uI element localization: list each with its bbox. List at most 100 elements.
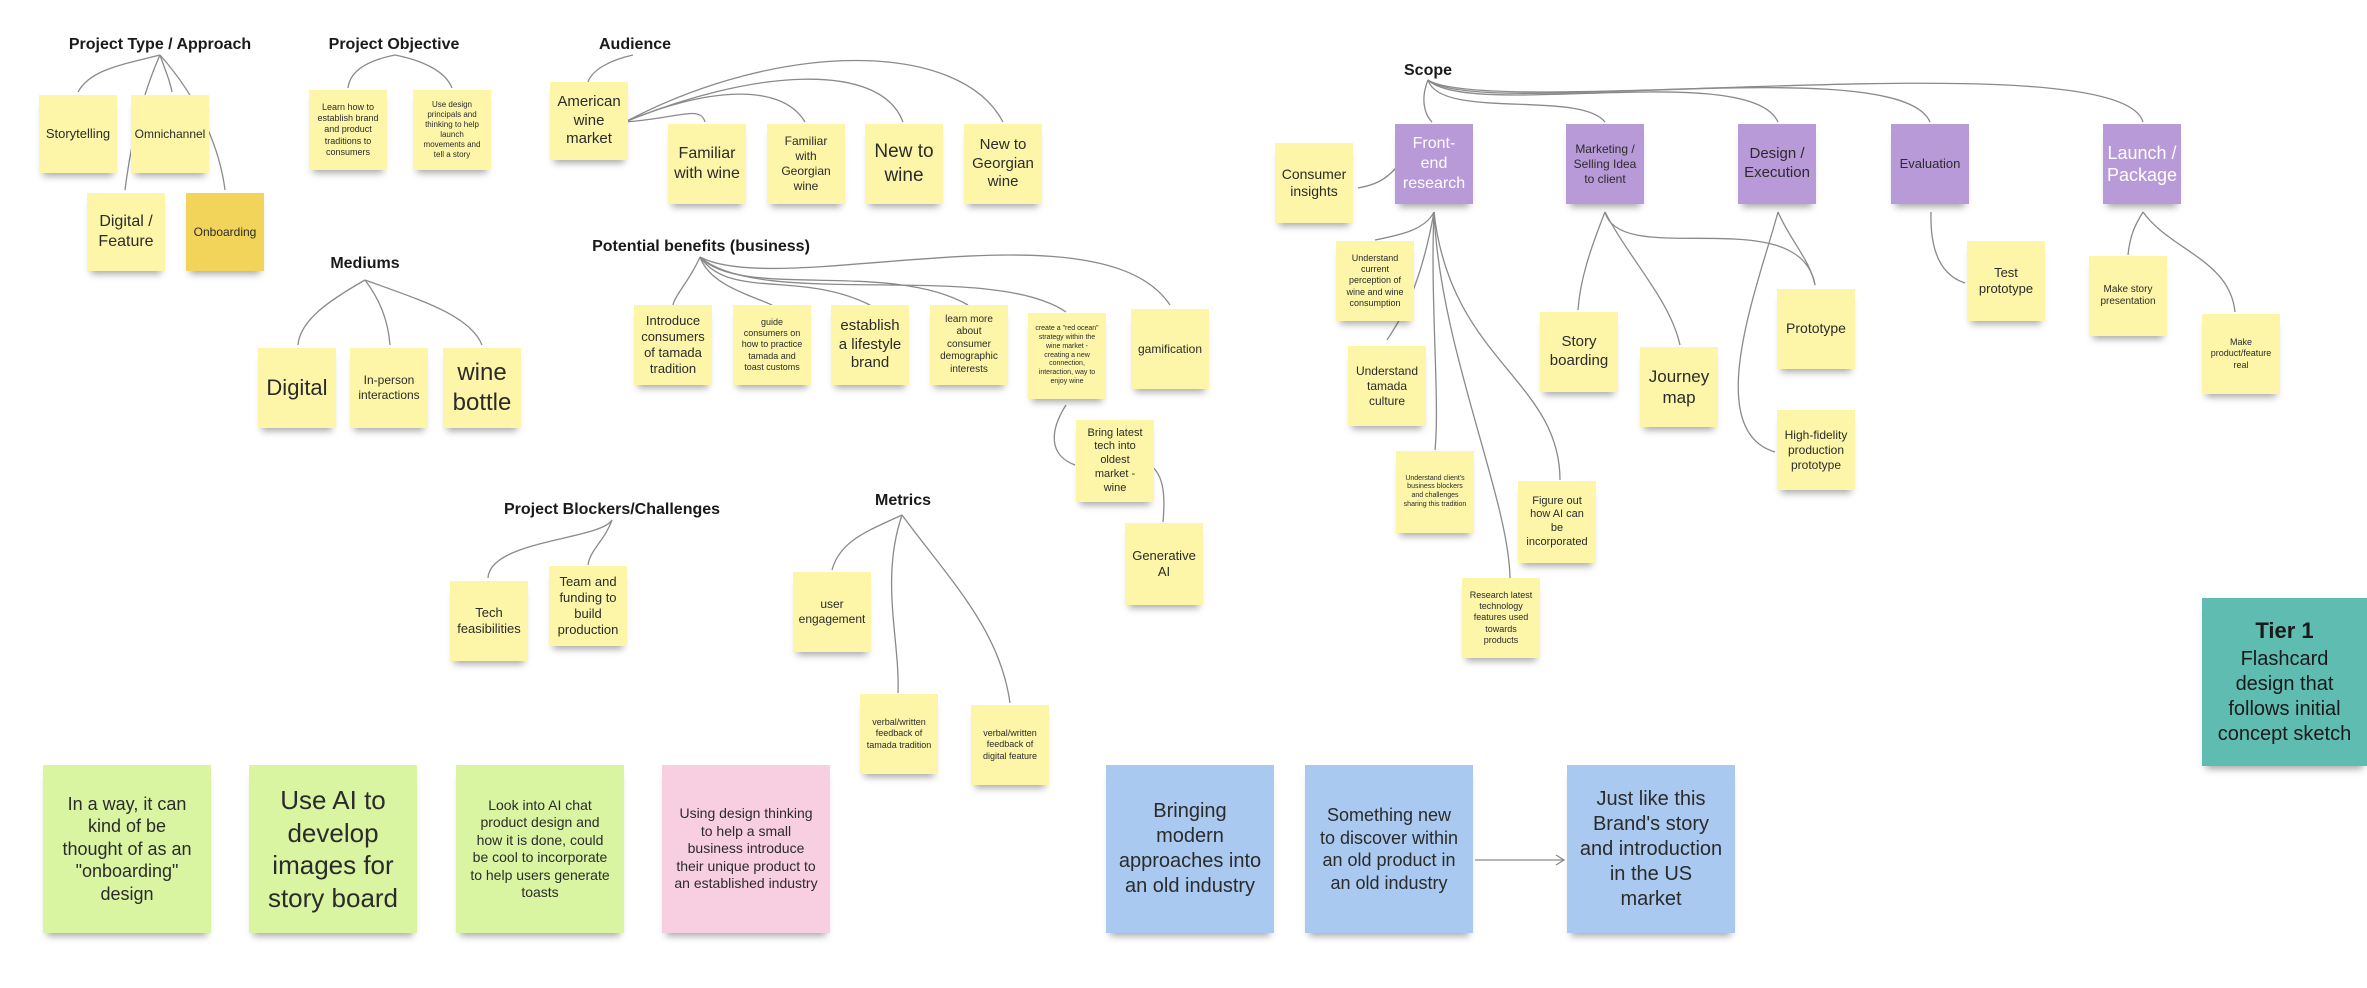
connector <box>672 256 701 306</box>
sticky-note[interactable]: verbal/written feedback of tamada tradit… <box>860 694 938 774</box>
connector <box>159 54 173 93</box>
sticky-note[interactable]: High-fidelity production prototype <box>1777 410 1855 490</box>
sticky-note[interactable]: Bringing modern approaches into an old i… <box>1106 765 1274 933</box>
connector <box>901 514 1011 704</box>
sticky-note[interactable]: establish a lifestyle brand <box>831 305 909 385</box>
connector <box>364 279 483 346</box>
sticky-note[interactable]: Introduce consumers of tamada tradition <box>634 305 712 385</box>
sticky-note[interactable]: In-person interactions <box>350 348 428 428</box>
sticky-note[interactable]: New to Georgian wine <box>964 124 1042 204</box>
connector <box>1427 79 2144 123</box>
scope-marketing[interactable]: Marketing / Selling Idea to client <box>1566 124 1644 204</box>
connector <box>347 54 396 89</box>
sticky-note[interactable]: verbal/written feedback of digital featu… <box>971 705 1049 785</box>
connector <box>1357 167 1397 189</box>
sticky-note[interactable]: Look into AI chat product design and how… <box>456 765 624 933</box>
tier-title: Tier 1 <box>2255 618 2314 644</box>
scope-evaluation[interactable]: Evaluation <box>1891 124 1969 204</box>
sticky-note[interactable]: Understand tamada culture <box>1348 346 1426 426</box>
sticky-note[interactable]: Bring latest tech into oldest market - w… <box>1076 420 1154 502</box>
sticky-note[interactable]: Familiar with wine <box>668 124 746 204</box>
sticky-note[interactable]: Consumer insights <box>1275 143 1353 223</box>
connector <box>831 514 903 571</box>
connector <box>1423 79 1433 123</box>
sticky-note[interactable]: Test prototype <box>1967 241 2045 321</box>
connector <box>1427 79 1931 123</box>
connector <box>364 279 391 346</box>
sticky-note[interactable]: Learn how to establish brand and product… <box>309 90 387 170</box>
sticky-note[interactable]: Storytelling <box>39 95 117 173</box>
sticky-note[interactable]: Team and funding to build production <box>549 566 627 646</box>
connector <box>394 54 453 89</box>
sticky-note[interactable]: New to wine <box>865 124 943 204</box>
connector <box>699 254 1171 306</box>
sticky-note[interactable]: Make story presentation <box>2089 256 2167 336</box>
connector <box>1053 404 1076 466</box>
heading-scope: Scope <box>1403 62 1453 79</box>
heading-audience: Audience <box>598 36 672 53</box>
connector <box>624 59 1004 123</box>
sticky-note[interactable]: Familiar with Georgian wine <box>767 124 845 204</box>
heading-mediums: Mediums <box>330 255 400 272</box>
sticky-note[interactable]: Make product/feature real <box>2202 314 2280 394</box>
connector <box>587 519 613 566</box>
sticky-note[interactable]: Use AI to develop images for story board <box>249 765 417 933</box>
sticky-note[interactable]: Digital <box>258 348 336 428</box>
connector <box>890 514 903 694</box>
connector <box>1427 79 1779 123</box>
heading-project-blockers: Project Blockers/Challenges <box>503 501 721 518</box>
connector <box>1577 211 1606 311</box>
sticky-note[interactable]: user engagement <box>793 572 871 652</box>
heading-project-objective: Project Objective <box>328 36 460 53</box>
sticky-note[interactable]: Tech feasibilities <box>450 581 528 661</box>
connector <box>587 54 634 83</box>
connector <box>297 279 366 346</box>
connector <box>77 54 161 93</box>
connector <box>1604 211 1816 286</box>
connector <box>699 256 871 306</box>
connector <box>699 256 1067 313</box>
sticky-note[interactable]: In a way, it can kind of be thought of a… <box>43 765 211 933</box>
heading-potential-benefits: Potential benefits (business) <box>592 238 810 255</box>
connector <box>624 78 904 123</box>
sticky-note[interactable]: Just like this Brand's story and introdu… <box>1567 765 1735 933</box>
sticky-note[interactable]: Something new to discover within an old … <box>1305 765 1473 933</box>
sticky-note[interactable]: Figure out how AI can be incorporated <box>1518 481 1596 563</box>
heading-project-type: Project Type / Approach <box>68 36 252 53</box>
connector <box>699 256 773 306</box>
scope-design[interactable]: Design / Execution <box>1738 124 1816 204</box>
sticky-note[interactable]: Digital / Feature <box>87 193 165 271</box>
connector <box>1777 211 1816 286</box>
tier-text: Flashcard design that follows initial co… <box>2217 647 2352 745</box>
sticky-note[interactable]: guide consumers on how to practice tamad… <box>733 305 811 385</box>
sticky-note[interactable]: wine bottle <box>443 348 521 428</box>
sticky-note[interactable]: Prototype <box>1777 289 1855 369</box>
sticky-note[interactable]: American wine market <box>550 82 628 160</box>
sticky-note[interactable]: Onboarding <box>186 193 264 271</box>
connector <box>699 256 969 306</box>
sticky-note[interactable]: Story boarding <box>1540 312 1618 392</box>
sticky-note[interactable]: Research latest technology features used… <box>1462 578 1540 658</box>
sticky-note[interactable]: gamification <box>1131 309 1209 389</box>
connector <box>1432 211 1438 451</box>
sticky-note[interactable]: learn more about consumer demographic in… <box>930 305 1008 385</box>
scope-frontend[interactable]: Front-end research <box>1395 124 1473 204</box>
sticky-note[interactable]: Generative AI <box>1125 523 1203 605</box>
sticky-note[interactable]: Using design thinking to help a small bu… <box>662 765 830 933</box>
arrow-head-icon <box>1555 854 1566 866</box>
sticky-note[interactable]: Journey map <box>1640 347 1718 427</box>
sticky-note[interactable]: create a "red ocean" strategy within the… <box>1028 313 1106 399</box>
scope-launch[interactable]: Launch / Package <box>2103 124 2181 204</box>
connector <box>2127 211 2144 256</box>
sticky-note[interactable]: Understand client's business blockers an… <box>1396 451 1474 533</box>
connector <box>624 112 706 123</box>
connector <box>1374 211 1435 241</box>
sticky-note[interactable]: Omnichannel <box>131 95 209 173</box>
sticky-note[interactable]: Use design principals and thinking to he… <box>413 90 491 170</box>
tier-note[interactable]: Tier 1 Flashcard design that follows ini… <box>2202 598 2367 766</box>
connector <box>1427 79 1606 123</box>
connector <box>1737 211 1779 453</box>
connector <box>1930 211 1966 284</box>
sticky-note[interactable]: Understand current perception of wine an… <box>1336 241 1414 321</box>
heading-metrics: Metrics <box>874 492 932 509</box>
